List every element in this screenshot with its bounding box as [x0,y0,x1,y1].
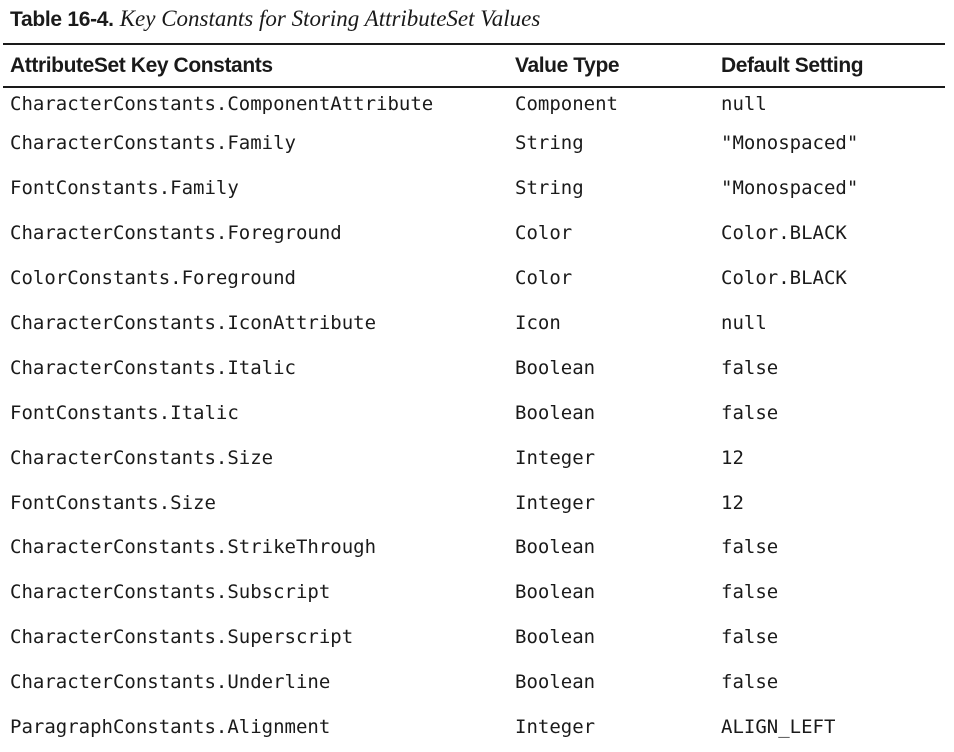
key-cell: CharacterConstants.Size [10,446,274,469]
type-cell: String [515,177,584,200]
default-cell: ALIGN_LEFT [721,716,836,739]
type-cell: Integer [515,491,596,514]
type-cell: Color [515,222,573,245]
key-cell: CharacterConstants.Italic [10,356,296,379]
default-cell: false [721,401,779,424]
table-row: CharacterConstants.Superscript Boolean f… [0,615,945,660]
type-cell: Boolean [515,356,596,379]
key-cell: CharacterConstants.Underline [10,671,331,694]
type-cell: Color [515,267,573,290]
key-cell: FontConstants.Size [10,491,216,514]
table-row: CharacterConstants.StrikeThrough Boolean… [0,525,945,570]
default-cell: "Monospaced" [721,177,859,200]
type-cell: Boolean [515,671,596,694]
default-cell: false [721,671,779,694]
default-cell: 12 [721,491,744,514]
table-header-rule [3,86,945,88]
key-cell: ColorConstants.Foreground [10,267,296,290]
default-cell: 12 [721,446,744,469]
key-cell: CharacterConstants.Family [10,132,296,155]
attribute-constants-table: AttributeSet Key Constants Value Type De… [0,45,945,749]
column-header-key: AttributeSet Key Constants [10,53,273,77]
table-title: Key Constants for Storing AttributeSet V… [119,6,541,31]
default-cell: false [721,581,779,604]
default-cell: Color.BLACK [721,267,847,290]
table-row: CharacterConstants.IconAttribute Icon nu… [0,301,945,346]
key-cell: CharacterConstants.Superscript [10,626,354,649]
table-row: ColorConstants.Foreground Color Color.BL… [0,256,945,301]
key-cell: FontConstants.Family [10,177,239,200]
table-row: FontConstants.Family String "Monospaced" [0,166,945,211]
type-cell: Boolean [515,581,596,604]
table-row: CharacterConstants.Family String "Monosp… [0,121,945,166]
type-cell: Boolean [515,536,596,559]
key-cell: CharacterConstants.IconAttribute [10,312,377,334]
table-row: CharacterConstants.Italic Boolean false [0,345,945,390]
type-cell: String [515,132,584,155]
type-cell: Boolean [515,401,596,424]
default-cell: "Monospaced" [721,132,859,155]
default-cell: null [721,92,767,115]
key-cell: CharacterConstants.StrikeThrough [10,536,377,559]
table-row: CharacterConstants.Subscript Boolean fal… [0,570,945,615]
table-row: FontConstants.Italic Boolean false [0,390,945,435]
type-cell: Integer [515,446,596,469]
default-cell: false [721,626,779,649]
type-cell: Integer [515,716,596,739]
key-cell: CharacterConstants.Subscript [10,581,331,604]
table-row: CharacterConstants.Foreground Color Colo… [0,211,945,256]
key-cell: CharacterConstants.ComponentAttribute [10,92,434,115]
table-row: CharacterConstants.ComponentAttribute Co… [0,86,945,121]
default-cell: false [721,536,779,559]
type-cell: Component [515,92,618,115]
key-cell: CharacterConstants.Foreground [10,222,342,245]
table-row: FontConstants.Size Integer 12 [0,480,945,525]
table-header-row: AttributeSet Key Constants Value Type De… [0,45,945,86]
key-cell: ParagraphConstants.Alignment [10,716,331,739]
table-caption: Table 16-4.Key Constants for Storing Att… [10,4,540,34]
default-cell: null [721,312,767,334]
table-row: CharacterConstants.Size Integer 12 [0,435,945,480]
default-cell: false [721,356,779,379]
table-row: CharacterConstants.Underline Boolean fal… [0,660,945,705]
column-header-type: Value Type [515,53,620,77]
table-number: Table 16-4. [10,8,114,31]
default-cell: Color.BLACK [721,222,847,245]
type-cell: Boolean [515,626,596,649]
table-row: ParagraphConstants.Alignment Integer ALI… [0,705,945,750]
column-header-default: Default Setting [721,53,864,77]
key-cell: FontConstants.Italic [10,401,239,424]
type-cell: Icon [515,312,561,334]
table-top-rule [3,43,945,45]
